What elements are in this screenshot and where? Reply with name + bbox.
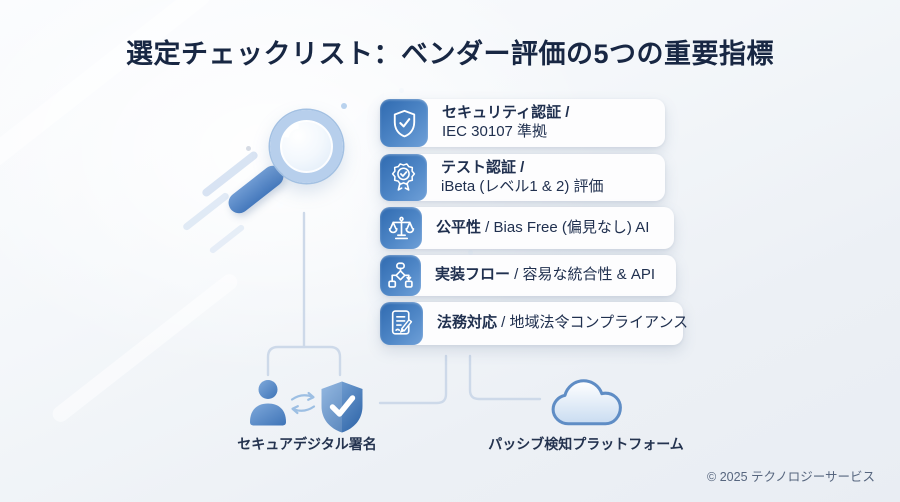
magnifier-ring [270,110,343,183]
checklist-card: セキュリティ認証 / IEC 30107 準拠 [380,99,665,147]
copyright-text: © 2025 テクノロジーサービス [707,470,875,484]
connector-bracket [266,345,342,377]
decor-dot [399,88,404,93]
card-title: テスト認証 / iBeta (レベル1 & 2) 評価 [427,159,618,197]
speed-line [208,223,246,255]
card-title-rest: / 容易な統合性 & API [510,266,656,284]
connector-right-l [468,354,542,401]
decor-dot [341,103,347,109]
medal-check-icon [391,163,416,191]
card-title-rest: / Bias Free (偏見なし) AI [481,218,650,236]
cloud-icon [551,379,622,426]
speed-line [181,191,231,232]
card-title-bold: 実装フロー [435,266,511,284]
card-title: 実装フロー / 容易な統合性 & API [421,266,669,285]
checklist-card: 法務対応 / 地域法令コンプライアンス [380,302,688,345]
card-title-bold: セキュリティ認証 / [442,104,570,122]
card-icon-tile [380,207,422,249]
card-title-line2: iBeta (レベル1 & 2) 評価 [441,177,604,195]
document-pen-icon [391,310,413,335]
shield-badge-icon [321,381,363,433]
card-title: 法務対応 / 地域法令コンプライアンス [423,314,702,333]
card-title-line2: IEC 30107 準拠 [442,123,548,140]
card-icon-tile [380,99,428,147]
scales-icon [388,216,414,239]
checklist-card: テスト認証 / iBeta (レベル1 & 2) 評価 [380,154,665,201]
card-icon-tile [380,302,423,345]
checklist-card: 公平性 / Bias Free (偏見なし) AI [380,207,674,249]
checklist-card: 実装フロー / 容易な統合性 & API [380,255,676,296]
flowchart-icon [388,262,413,288]
shield-check-icon [393,109,415,137]
signature-label: セキュアデジタル署名 [237,436,377,452]
exchange-arrows-icon [290,391,316,415]
person-icon [250,380,286,426]
page-title: 選定チェックリスト：ベンダー評価の5つの重要指標 [125,39,774,69]
card-title-bold: 法務対応 [437,314,498,332]
card-title: 公平性 / Bias Free (偏見なし) AI [422,219,663,238]
card-title-rest: / 地域法令コンプライアンス [497,314,689,332]
card-icon-tile [380,154,427,201]
platform-label: パッシブ検知プラットフォーム [488,436,684,452]
background-streak [49,270,241,426]
card-icon-tile [380,255,421,296]
decor-dot [246,146,251,151]
connector-left-l [378,354,448,405]
background-streak [0,0,215,183]
card-title-bold: テスト認証 / [441,158,525,176]
card-title-bold: 公平性 [436,218,482,236]
decor-dot [277,202,283,208]
card-title: セキュリティ認証 / IEC 30107 準拠 [428,104,583,142]
